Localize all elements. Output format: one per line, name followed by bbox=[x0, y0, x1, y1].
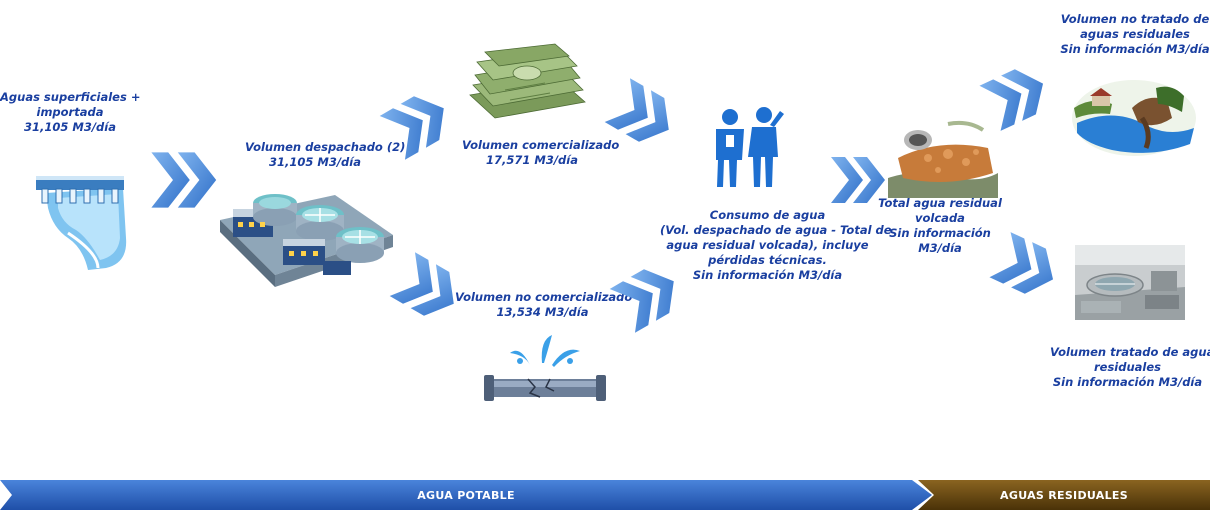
wastewater-total-label: Total agua residual volcada Sin informac… bbox=[878, 196, 1002, 255]
non-commercialized-label: Volumen no comercializado 13,534 M3/día bbox=[455, 290, 633, 319]
people-drinking-icon bbox=[716, 107, 784, 187]
residual-bar: AGUAS RESIDUALES bbox=[918, 480, 1210, 510]
broken-pipe-icon bbox=[484, 335, 606, 401]
treatment-plant-icon bbox=[220, 194, 393, 287]
commercialized-label: Volumen comercializado 17,571 M3/día bbox=[462, 138, 620, 167]
source-label: Aguas superficiales + importada 31,105 M… bbox=[0, 90, 141, 134]
sewage-discharge-icon bbox=[888, 120, 998, 198]
potable-bar-label: AGUA POTABLE bbox=[417, 488, 515, 502]
consumption-label: Consumo de agua (Vol. despachado de agua… bbox=[660, 208, 892, 282]
wastewater-plant-icon bbox=[1075, 245, 1185, 320]
dispatched-label: Volumen despachado (2) 31,105 M3/día bbox=[245, 140, 406, 169]
potable-bar: AGUA POTABLE bbox=[0, 480, 932, 510]
residual-bar-label: AGUAS RESIDUALES bbox=[1000, 488, 1128, 502]
untreated-label: Volumen no tratado de aguas residuales S… bbox=[1060, 12, 1210, 56]
water-intake-icon bbox=[36, 176, 127, 270]
polluted-river-icon bbox=[1072, 80, 1196, 156]
treated-label: Volumen tratado de aguas residuales Sin … bbox=[1050, 345, 1210, 389]
money-stack-icon bbox=[469, 43, 586, 119]
